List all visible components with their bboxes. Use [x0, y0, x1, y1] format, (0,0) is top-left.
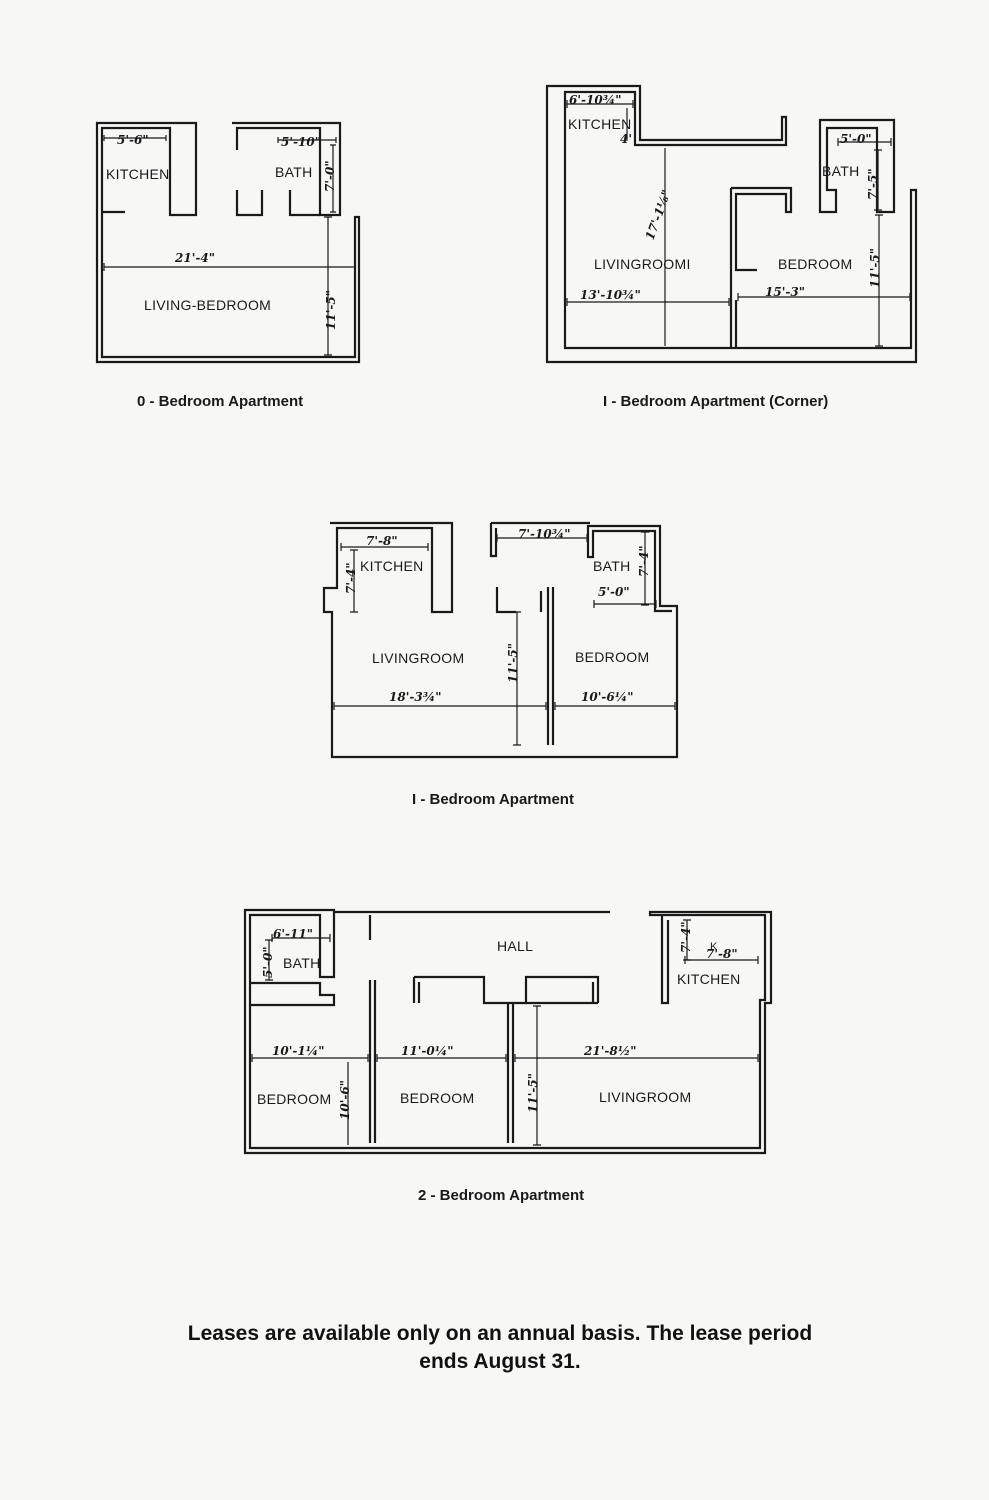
- label-one-bedroom: BEDROOM: [575, 649, 649, 665]
- dim-corner-bath-width: 5'-0": [840, 132, 872, 146]
- dim-studio-bath-width: 5'-10": [281, 135, 321, 149]
- dim-one-living-height: 11'-5": [506, 643, 520, 683]
- label-studio-bath: BATH: [275, 164, 313, 180]
- plan-two-bedroom: 6'-11" 5'-0" BATH HALL 7'-4" K 7'-8" KIT…: [243, 908, 773, 1204]
- dim-one-living-width: 18'-3¾": [389, 690, 441, 704]
- label-two-kitchen: KITCHEN: [677, 971, 741, 987]
- label-two-bath: BATH: [283, 955, 321, 971]
- label-two-bedroom-1: BEDROOM: [257, 1091, 331, 1107]
- lease-notice-line-1: Leases are available only on an annual b…: [187, 1322, 813, 1345]
- label-two-hall: HALL: [497, 938, 533, 954]
- dim-one-bedroom-width: 10'-6¼": [581, 690, 633, 704]
- caption-one-bedroom: I - Bedroom Apartment: [412, 791, 574, 808]
- label-two-living: LIVINGROOM: [599, 1089, 691, 1105]
- label-corner-living: LIVINGROOMI: [594, 256, 691, 272]
- plan-one-bedroom: 7'-8" 7'-4" KITCHEN 7'-10¾" BATH 7'-4" 5…: [322, 521, 679, 808]
- dim-studio-bath-height: 7'-0": [323, 160, 337, 192]
- label-two-k: K: [710, 941, 718, 953]
- caption-corner: I - Bedroom Apartment (Corner): [603, 393, 828, 410]
- label-one-kitchen: KITCHEN: [360, 558, 424, 574]
- label-corner-bath: BATH: [822, 163, 860, 179]
- label-corner-kitchen: KITCHEN: [568, 116, 632, 132]
- dim-one-kitchen-height: 7'-4": [344, 562, 358, 594]
- dim-studio-living-height: 11'-5": [324, 290, 338, 330]
- dim-studio-kitchen-width: 5'-6": [117, 133, 149, 147]
- dim-two-bed1-height: 10'-6": [338, 1080, 352, 1120]
- label-corner-bedroom: BEDROOM: [778, 256, 852, 272]
- dim-corner-living-height: 17'-1⅛": [643, 188, 674, 242]
- dim-two-mid-height: 11'-5": [526, 1073, 540, 1113]
- dim-one-bath-top: 7'-10¾": [518, 527, 570, 541]
- plan-studio: 5'-6" KITCHEN 5'-10" BATH 7'-0" 21'-4" L…: [95, 121, 361, 410]
- lease-notice-line-2: ends August 31.: [419, 1350, 581, 1373]
- dim-corner-bath-height: 7'-5": [866, 168, 880, 200]
- dim-corner-bedroom-width: 15'-3": [765, 285, 805, 299]
- caption-studio: 0 - Bedroom Apartment: [137, 393, 303, 410]
- dim-corner-bedroom-height: 11'-5": [868, 248, 882, 288]
- label-two-bedroom-2: BEDROOM: [400, 1090, 474, 1106]
- label-studio-kitchen: KITCHEN: [106, 166, 170, 182]
- lease-notice: Leases are available only on an annual b…: [100, 1320, 900, 1376]
- caption-two-bedroom: 2 - Bedroom Apartment: [418, 1187, 584, 1204]
- plan-corner: 6'-10¾" 4' KITCHEN 5'-0" BATH 7'-5" 17'-…: [545, 84, 918, 410]
- dim-two-living-width: 21'-8½": [583, 1044, 636, 1058]
- dim-corner-living-width: 13'-10¾": [580, 288, 641, 302]
- label-studio-living: LIVING-BEDROOM: [144, 297, 271, 313]
- dim-one-kitchen-width: 7'-8": [366, 534, 398, 548]
- label-one-living: LIVINGROOM: [372, 650, 464, 666]
- dim-two-kitchen-height: 7'-4": [679, 921, 693, 953]
- dim-two-bath-width: 6'-11": [273, 927, 313, 941]
- dim-studio-living-width: 21'-4": [174, 251, 215, 265]
- dim-two-kitchen-width: 7'-8": [706, 947, 738, 961]
- dim-corner-kitchen-width: 6'-10¾": [569, 93, 621, 107]
- label-one-bath: BATH: [593, 558, 631, 574]
- dim-two-bath-height: 5'-0": [261, 946, 275, 978]
- dim-two-bed1-width: 10'-1¼": [272, 1044, 324, 1058]
- dim-one-bath-width: 5'-0": [598, 585, 630, 599]
- dim-one-bath-height: 7'-4": [637, 545, 651, 577]
- dim-corner-kitchen-height: 4': [620, 132, 632, 146]
- dim-two-bed2-width: 11'-0¼": [401, 1044, 453, 1058]
